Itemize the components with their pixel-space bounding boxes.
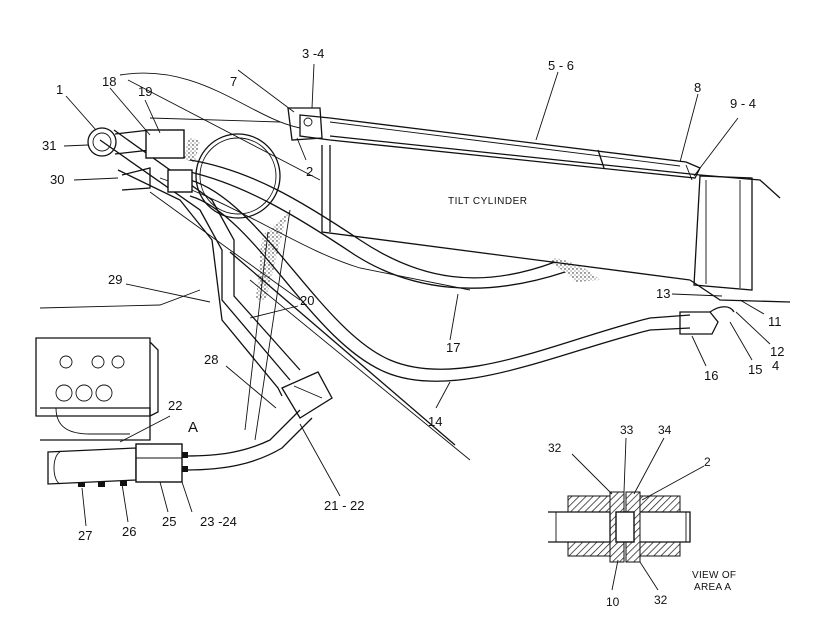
view-of-area-a: VIEW OF AREA A	[548, 491, 736, 593]
callout-26: 26	[122, 524, 136, 539]
detail-callout-34: 34	[658, 423, 672, 437]
callout-8: 8	[694, 80, 701, 95]
callout-27: 27	[78, 528, 92, 543]
view-caption-line2: AREA A	[694, 582, 731, 593]
callout-9-4: 9 - 4	[730, 96, 756, 111]
callout-14: 14	[428, 414, 442, 429]
detail-circle	[195, 133, 281, 219]
callout-19: 19	[138, 84, 152, 99]
detail-callout-32-bottom: 32	[654, 593, 668, 607]
detail-callout-10: 10	[606, 595, 620, 609]
callout-17: 17	[446, 340, 460, 355]
callout-29: 29	[108, 272, 122, 287]
callouts: 1 18 19 31 30 7 3 -4 2 5 - 6 8 9 - 4 13 …	[42, 46, 784, 609]
callout-4: 4	[772, 358, 779, 373]
callout-30: 30	[50, 172, 64, 187]
detail-callout-33: 33	[620, 423, 634, 437]
callout-16: 16	[704, 368, 718, 383]
callout-28: 28	[204, 352, 218, 367]
callout-7: 7	[230, 74, 237, 89]
fittings-upper-left	[87, 127, 193, 193]
callout-13: 13	[656, 286, 670, 301]
callout-12: 12	[770, 344, 784, 359]
hose-17	[189, 159, 566, 289]
tilt-cylinder-title: TILT CYLINDER	[448, 196, 527, 207]
area-a-marker: A	[188, 419, 198, 436]
callout-23-24: 23 -24	[200, 514, 237, 529]
callout-20: 20	[300, 293, 314, 308]
callout-1: 1	[56, 82, 63, 97]
callout-21-22: 21 - 22	[324, 498, 364, 513]
callout-11: 11	[768, 314, 782, 329]
callout-22: 22	[168, 398, 182, 413]
callout-3-4: 3 -4	[302, 46, 324, 61]
steel-lines	[99, 129, 333, 471]
callout-2: 2	[306, 164, 313, 179]
callout-15: 15	[748, 362, 762, 377]
tilt-cylinder: TILT CYLINDER	[287, 107, 753, 291]
callout-25: 25	[162, 514, 176, 529]
view-caption-line1: VIEW OF	[692, 570, 736, 581]
valve-block: A	[35, 337, 198, 487]
detail-callout-32-top: 32	[548, 441, 562, 455]
callout-31: 31	[42, 138, 56, 153]
callout-18: 18	[102, 74, 116, 89]
boom-frame	[39, 72, 791, 461]
hose-14	[189, 179, 735, 382]
detail-callout-2: 2	[704, 455, 711, 469]
leader-lines	[63, 63, 771, 591]
callout-5-6: 5 - 6	[548, 58, 574, 73]
